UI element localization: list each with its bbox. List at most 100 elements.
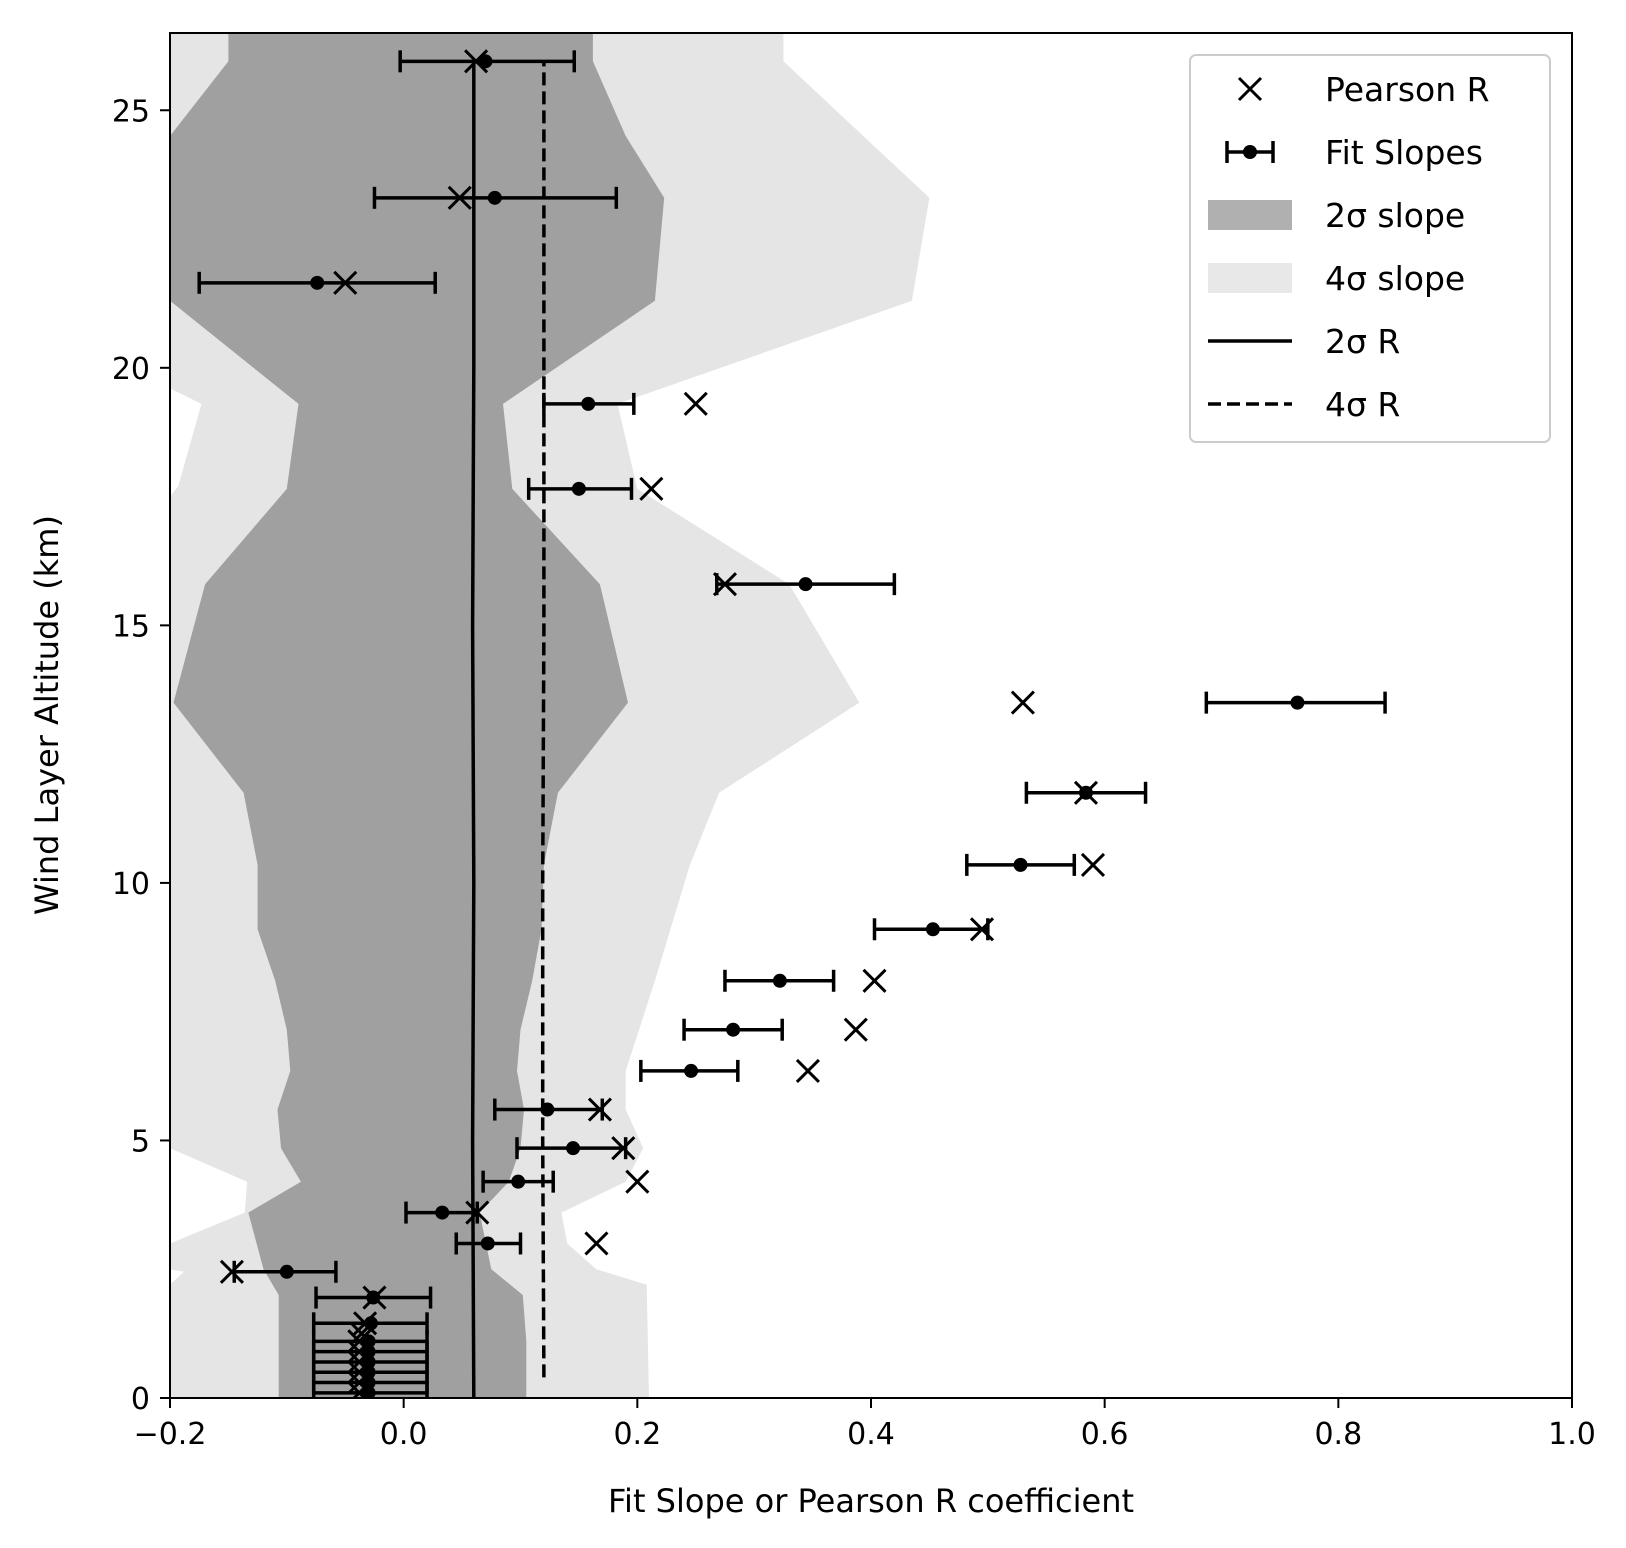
pearson-r-marker-0	[347, 1380, 372, 1398]
pearson-r-marker-22	[712, 572, 738, 597]
band-4sigma-gap-0	[170, 388, 202, 497]
fit-slope-point-10	[404, 1201, 480, 1224]
legend: Pearson R Fit Slopes 2σ slope 4σ slope 2σ R 4…	[1189, 54, 1551, 443]
fit-slope-point-13	[493, 1098, 605, 1121]
fit-slope-point-9	[454, 1232, 523, 1255]
legend-x-marker-icon	[1237, 76, 1263, 102]
pearson-r-marker-11	[465, 1200, 490, 1225]
pearson-r-marker-19	[1080, 852, 1106, 877]
legend-label: 4σ slope	[1325, 259, 1465, 298]
pearson-r-marker-24	[683, 391, 708, 416]
x-tick-label: −0.2	[134, 1417, 207, 1452]
pearson-r-marker-15	[795, 1058, 820, 1083]
r-2sigma-line	[470, 61, 476, 1398]
pearson-r-marker-1	[347, 1370, 372, 1395]
plot-area	[170, 33, 1387, 1398]
legend-item-1: Fit Slopes	[1225, 133, 1483, 172]
pearson-r-marker-20	[1073, 780, 1099, 805]
fit-slope-point-12	[515, 1137, 628, 1160]
pearson-r-marker-2	[347, 1360, 372, 1385]
legend-item-4: 2σ R	[1208, 322, 1400, 361]
pearson-r-marker-7	[353, 1311, 378, 1336]
fit-slope-dot	[480, 1236, 495, 1251]
fit-slope-dot	[566, 1141, 581, 1156]
pearson-r-marker-12	[625, 1169, 650, 1194]
x-tick-label: 1.0	[1548, 1417, 1596, 1452]
pearson-r-series	[219, 49, 1106, 1398]
legend-item-2: 2σ slope	[1208, 196, 1465, 235]
legend-item-3: 4σ slope	[1208, 259, 1465, 298]
pearson-r-marker-16	[843, 1017, 868, 1042]
fit-slope-dot	[540, 1102, 555, 1117]
pearson-r-marker-10	[584, 1231, 609, 1256]
legend-band-4sigma-swatch	[1208, 263, 1292, 293]
legend-frame	[1189, 54, 1551, 443]
y-tick-label: 0	[131, 1382, 150, 1417]
fit-slope-dot	[571, 481, 586, 496]
fit-slope-dot	[726, 1022, 741, 1037]
y-axis-label: Wind Layer Altitude (km)	[28, 515, 66, 915]
pearson-r-marker-5	[347, 1329, 372, 1354]
legend-item-5: 4σ R	[1208, 385, 1400, 424]
y-axis: 0 5 10 15 20 25	[112, 94, 170, 1417]
fit-slope-dot	[487, 190, 502, 205]
x-axis-label: Fit Slope or Pearson R coefficient	[608, 1482, 1134, 1520]
legend-label: 2σ slope	[1325, 196, 1465, 235]
fit-slope-point-22	[526, 477, 634, 500]
fit-slope-point-23	[542, 392, 636, 415]
y-tick-label: 20	[112, 352, 150, 387]
pearson-r-marker-23	[639, 476, 664, 501]
y-tick-label: 10	[112, 867, 150, 902]
fit-slope-dot	[1013, 857, 1028, 872]
band-2sigma-slope	[170, 33, 665, 1398]
pearson-r-marker-3	[347, 1349, 372, 1375]
fit-slope-dot	[279, 1264, 294, 1279]
pearson-r-marker-17	[862, 968, 887, 993]
fit-slope-dot	[772, 973, 787, 988]
fit-slope-dot	[925, 922, 940, 937]
fit-slope-point-24	[197, 271, 437, 294]
fit-slope-point-20	[1204, 691, 1387, 714]
fit-slope-dot	[511, 1174, 526, 1189]
legend-label: Fit Slopes	[1325, 133, 1483, 172]
pearson-r-marker-9	[219, 1259, 244, 1284]
x-tick-label: 0.2	[613, 1417, 661, 1452]
pearson-r-marker-27	[464, 49, 489, 74]
legend-label: Pearson R	[1325, 70, 1490, 109]
legend-dot-icon	[1243, 145, 1257, 159]
pearson-r-marker-14	[587, 1097, 613, 1122]
band-4sigma-gap-2	[170, 1148, 248, 1244]
fit-slope-point-26	[398, 50, 576, 73]
fit-slope-dot	[798, 577, 813, 592]
pearson-r-marker-25	[333, 270, 358, 295]
fit-slope-dot	[684, 1063, 699, 1078]
fit-slope-point-16	[723, 969, 836, 992]
legend-item-0: Pearson R	[1237, 70, 1490, 109]
y-tick-label: 5	[131, 1124, 150, 1159]
fit-slope-dot	[310, 275, 325, 290]
pearson-r-marker-18	[969, 917, 995, 942]
fit-slope-point-18	[965, 853, 1077, 876]
y-tick-label: 15	[112, 609, 150, 644]
confidence-bands	[170, 33, 930, 1398]
fit-slope-dot	[581, 396, 596, 411]
fit-slope-dot	[1290, 695, 1305, 710]
pearson-r-marker-8	[362, 1285, 387, 1310]
legend-band-2sigma-swatch	[1208, 200, 1292, 230]
pearson-r-marker-13	[611, 1136, 636, 1161]
y-tick-label: 25	[112, 94, 150, 129]
fit-slope-dot	[435, 1205, 450, 1220]
band-4sigma-gap-1	[170, 1269, 184, 1393]
fit-slope-dot	[478, 54, 493, 69]
pearson-r-marker-21	[1010, 690, 1035, 715]
fit-slope-point-25	[372, 186, 619, 209]
x-tick-label: 0.4	[847, 1417, 895, 1452]
x-tick-label: 0.8	[1314, 1417, 1362, 1452]
fit-slope-point-8	[232, 1260, 338, 1283]
fit-slope-point-14	[639, 1059, 740, 1082]
legend-label: 4σ R	[1325, 385, 1400, 424]
pearson-r-marker-26	[447, 185, 472, 210]
x-tick-label: 0.0	[380, 1417, 428, 1452]
